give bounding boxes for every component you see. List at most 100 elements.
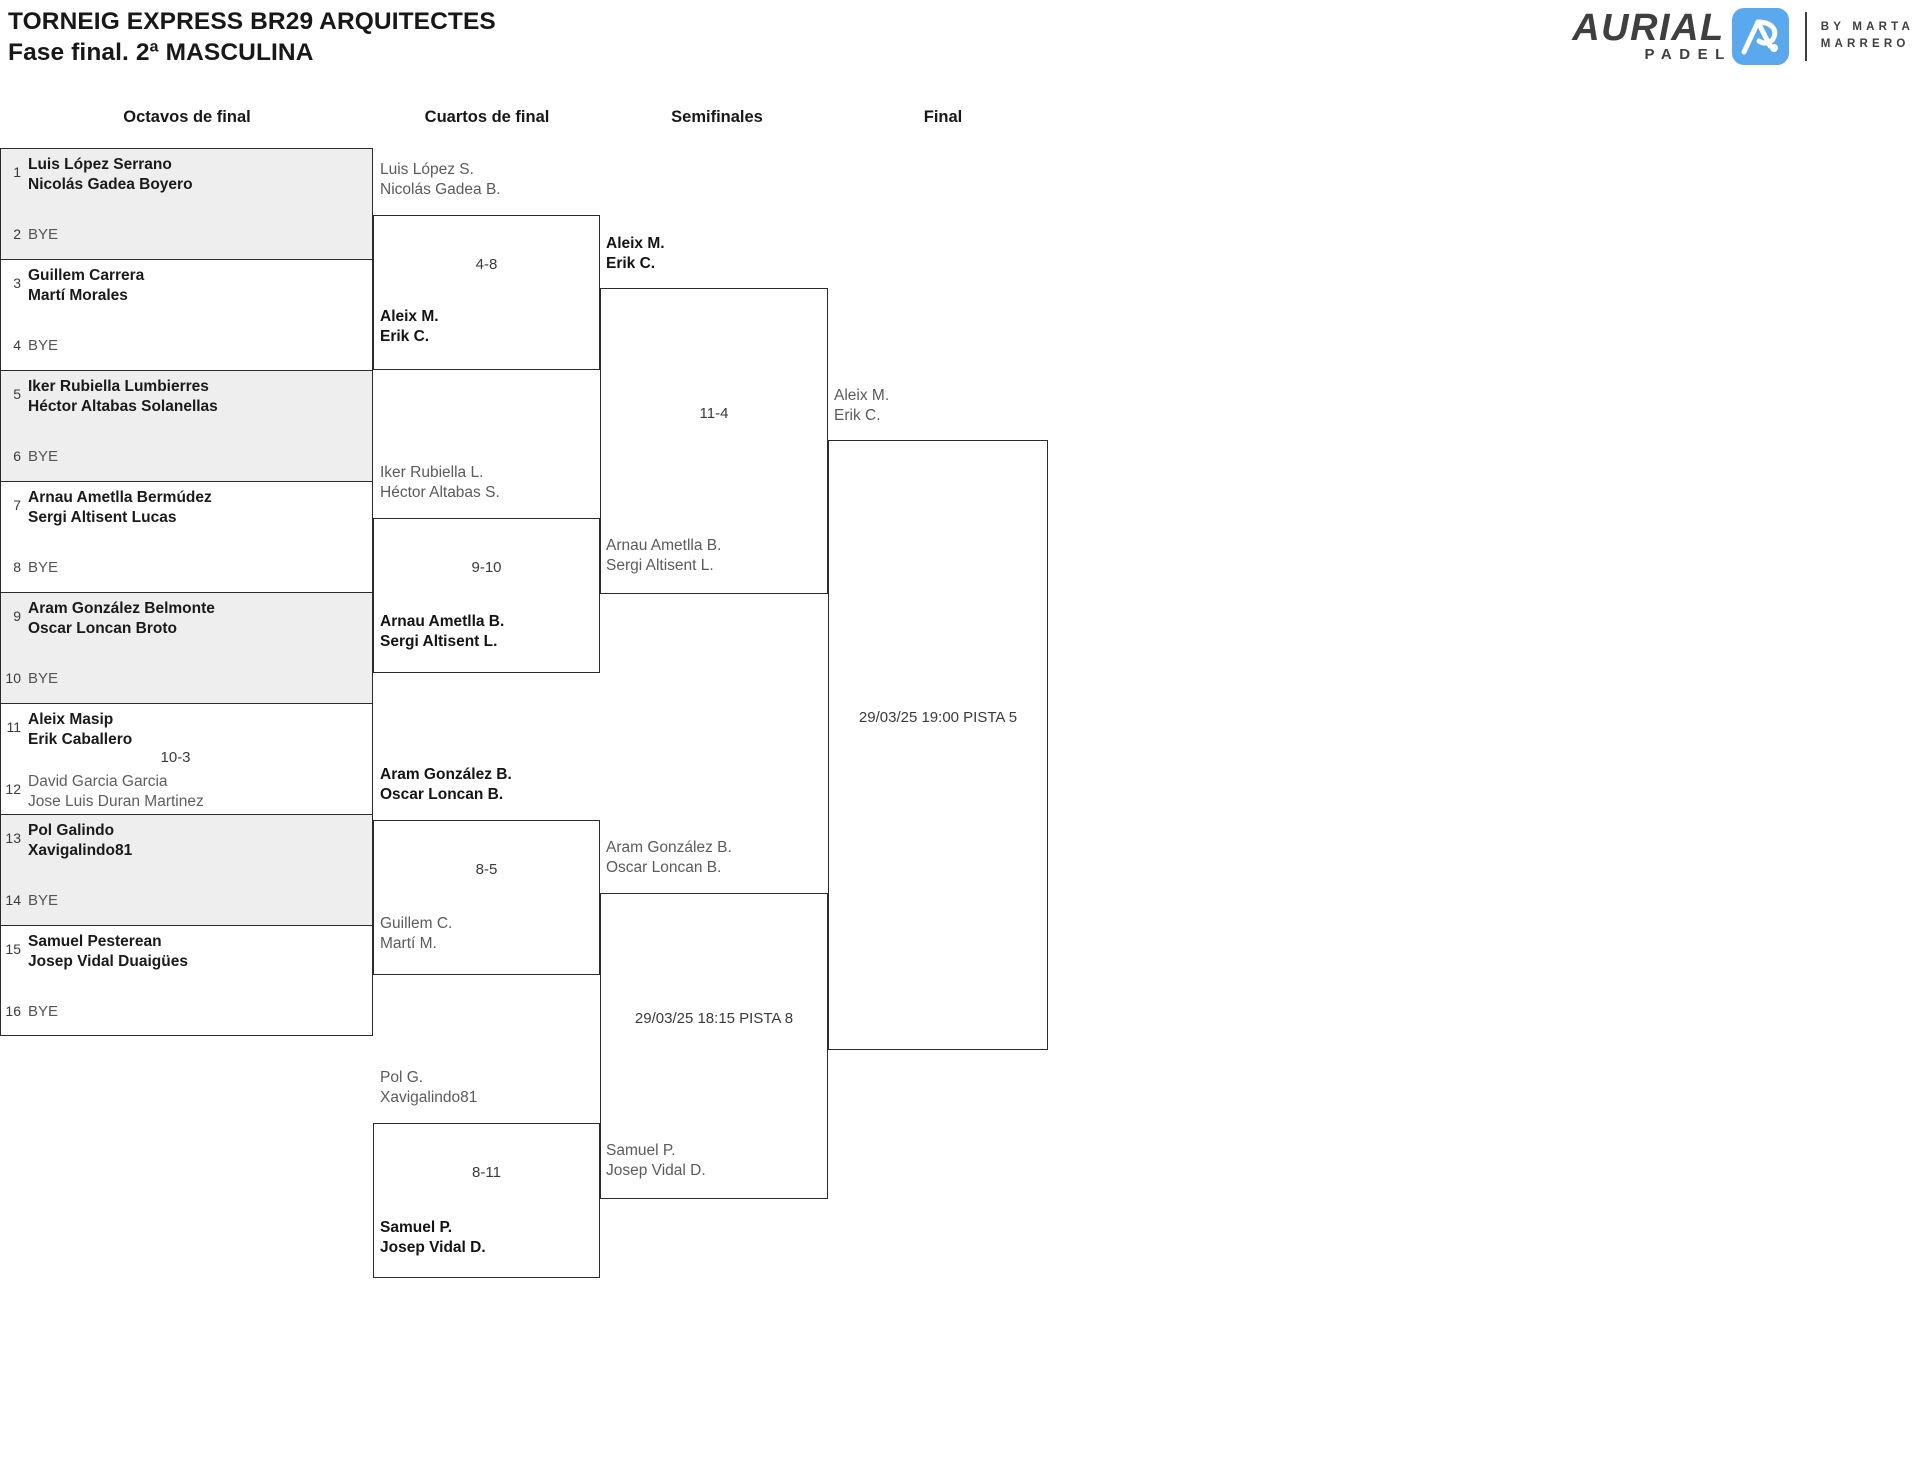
seed-number: 1 (13, 164, 21, 180)
player-1: Luis López S. (380, 161, 474, 178)
sf2-entry-top[interactable]: Aram González B. Oscar Loncan B. (606, 838, 732, 877)
team-names: Aleix Masip Erik Caballero (28, 710, 132, 749)
qf2-entry-top[interactable]: Iker Rubiella L. Héctor Altabas S. (380, 463, 500, 502)
match-schedule: 29/03/25 18:15 PISTA 8 (634, 1010, 794, 1027)
match-schedule: 29/03/25 19:00 PISTA 5 (858, 709, 1018, 726)
seed-number: 5 (13, 386, 21, 402)
qf-match-box-3[interactable]: 8-5 (373, 820, 600, 975)
r1-slot-seed-16[interactable]: 16 BYE (1, 998, 374, 1024)
seed-number: 13 (5, 830, 21, 846)
qf-match-box-2[interactable]: 9-10 (373, 518, 600, 673)
r1-slot-seed-13[interactable]: 13 Pol Galindo Xavigalindo81 (1, 821, 374, 859)
bye-label: BYE (28, 447, 59, 465)
r1-slot-seed-11[interactable]: 11 Aleix Masip Erik Caballero (1, 710, 374, 748)
player-1: Aleix Masip (28, 711, 114, 728)
seed-number: 6 (13, 447, 21, 464)
player-1: Guillem C. (380, 915, 453, 932)
tournament-name: TORNEIG EXPRESS BR29 ARQUITECTES (8, 8, 496, 35)
qf4-entry-bottom[interactable]: Samuel P. Josep Vidal D. (380, 1218, 486, 1257)
r1-match-5[interactable]: 9 Aram González Belmonte Oscar Loncan Br… (0, 592, 373, 703)
r1-slot-seed-10[interactable]: 10 BYE (1, 665, 374, 691)
final-entry-top[interactable]: Aleix M. Erik C. (834, 386, 889, 425)
player-2: Héctor Altabas Solanellas (28, 397, 218, 415)
team-names: David Garcia Garcia Jose Luis Duran Mart… (28, 772, 204, 811)
match-score: 8-5 (475, 861, 498, 878)
logo-divider (1804, 11, 1807, 61)
player-1: Aleix M. (834, 387, 890, 404)
r1-match-4[interactable]: 7 Arnau Ametlla Bermúdez Sergi Altisent … (0, 481, 373, 592)
qf4-entry-top[interactable]: Pol G. Xavigalindo81 (380, 1068, 477, 1107)
r1-match-3[interactable]: 5 Iker Rubiella Lumbierres Héctor Altaba… (0, 370, 373, 481)
r1-slot-seed-9[interactable]: 9 Aram González Belmonte Oscar Loncan Br… (1, 599, 374, 637)
player-1: Aram González B. (380, 766, 512, 783)
team-names: Guillem Carrera Martí Morales (28, 266, 144, 305)
player-1: Arnau Ametlla Bermúdez (28, 489, 212, 506)
r1-match-1[interactable]: 1 Luis López Serrano Nicolás Gadea Boyer… (0, 148, 373, 259)
tournament-title: TORNEIG EXPRESS BR29 ARQUITECTES Fase fi… (8, 6, 496, 68)
r1-match-7[interactable]: 13 Pol Galindo Xavigalindo81 14 BYE (0, 814, 373, 925)
r1-slot-seed-6[interactable]: 6 BYE (1, 443, 374, 469)
seed-number: 2 (13, 225, 21, 242)
logo-sub-text: PADEL (1644, 45, 1732, 63)
player-2: Josep Vidal D. (380, 1238, 486, 1256)
sf-match-box-1[interactable]: 11-4 (600, 288, 828, 594)
seed-number: 7 (13, 497, 21, 513)
seed-number: 11 (6, 719, 21, 735)
qf1-entry-top[interactable]: Luis López S. Nicolás Gadea B. (380, 160, 501, 199)
qf1-entry-bottom[interactable]: Aleix M. Erik C. (380, 307, 439, 346)
final-match-box[interactable]: 29/03/25 19:00 PISTA 5 (828, 440, 1048, 1050)
r1-slot-seed-12[interactable]: 12 David Garcia Garcia Jose Luis Duran M… (1, 772, 374, 810)
qf-match-box-4[interactable]: 8-11 (373, 1123, 600, 1278)
player-2: Sergi Altisent Lucas (28, 508, 177, 526)
r1-slot-seed-5[interactable]: 5 Iker Rubiella Lumbierres Héctor Altaba… (1, 377, 374, 415)
sf1-entry-bottom[interactable]: Arnau Ametlla B. Sergi Altisent L. (606, 536, 721, 575)
player-2: Martí M. (380, 934, 437, 952)
seed-number: 15 (5, 941, 21, 957)
r1-slot-seed-3[interactable]: 3 Guillem Carrera Martí Morales (1, 266, 374, 304)
qf-match-box-1[interactable]: 4-8 (373, 215, 600, 370)
qf3-entry-top[interactable]: Aram González B. Oscar Loncan B. (380, 765, 512, 804)
qf3-entry-bottom[interactable]: Guillem C. Martí M. (380, 914, 452, 953)
match-score: 9-10 (471, 559, 502, 576)
r1-slot-seed-7[interactable]: 7 Arnau Ametlla Bermúdez Sergi Altisent … (1, 488, 374, 526)
sf-match-box-2[interactable]: 29/03/25 18:15 PISTA 8 (600, 893, 828, 1199)
qf2-entry-bottom[interactable]: Arnau Ametlla B. Sergi Altisent L. (380, 612, 504, 651)
team-names: Arnau Ametlla Bermúdez Sergi Altisent Lu… (28, 488, 212, 527)
seed-number: 10 (5, 669, 21, 686)
tournament-phase: Fase final. 2ª MASCULINA (8, 39, 314, 66)
r1-match-8[interactable]: 15 Samuel Pesterean Josep Vidal Duaigües… (0, 925, 373, 1036)
match-score: 11-4 (699, 405, 729, 422)
player-2: Erik Caballero (28, 730, 133, 748)
player-1: Aram González B. (606, 839, 732, 856)
team-names: Iker Rubiella Lumbierres Héctor Altabas … (28, 377, 218, 416)
team-names: Aram González Belmonte Oscar Loncan Brot… (28, 599, 215, 638)
team-names: Pol Galindo Xavigalindo81 (28, 821, 132, 860)
player-1: Pol G. (380, 1069, 424, 1086)
aurial-padel-logo: AURIAL PADEL BY MARTA MARRERO (1572, 5, 1914, 67)
player-1: David Garcia Garcia (28, 773, 168, 790)
player-2: Xavigalindo81 (28, 841, 133, 859)
r1-slot-seed-8[interactable]: 8 BYE (1, 554, 374, 580)
seed-number: 12 (5, 781, 21, 797)
r1-match-2[interactable]: 3 Guillem Carrera Martí Morales 4 BYE (0, 259, 373, 370)
bye-label: BYE (28, 669, 59, 687)
match-score: 10-3 (160, 749, 191, 766)
round-header-quarterfinals: Cuartos de final (424, 108, 550, 126)
player-2: Nicolás Gadea B. (380, 180, 501, 198)
player-1: Samuel P. (606, 1142, 676, 1159)
r1-slot-seed-4[interactable]: 4 BYE (1, 332, 374, 358)
r1-slot-seed-2[interactable]: 2 BYE (1, 221, 374, 247)
r1-slot-seed-14[interactable]: 14 BYE (1, 887, 374, 913)
player-2: Martí Morales (28, 286, 128, 304)
r1-slot-seed-1[interactable]: 1 Luis López Serrano Nicolás Gadea Boyer… (1, 155, 374, 193)
r1-slot-seed-15[interactable]: 15 Samuel Pesterean Josep Vidal Duaigües (1, 932, 374, 970)
team-names: Samuel Pesterean Josep Vidal Duaigües (28, 932, 188, 971)
sf1-entry-top[interactable]: Aleix M. Erik C. (606, 234, 665, 273)
sf2-entry-bottom[interactable]: Samuel P. Josep Vidal D. (606, 1141, 706, 1180)
bye-label: BYE (28, 225, 59, 243)
round-header-semifinals: Semifinales (671, 108, 763, 126)
seed-number: 8 (13, 558, 21, 575)
player-2: Nicolás Gadea Boyero (28, 175, 193, 193)
player-1: Aleix M. (380, 308, 439, 325)
r1-match-6[interactable]: 11 Aleix Masip Erik Caballero 10-3 12 Da… (0, 703, 373, 814)
